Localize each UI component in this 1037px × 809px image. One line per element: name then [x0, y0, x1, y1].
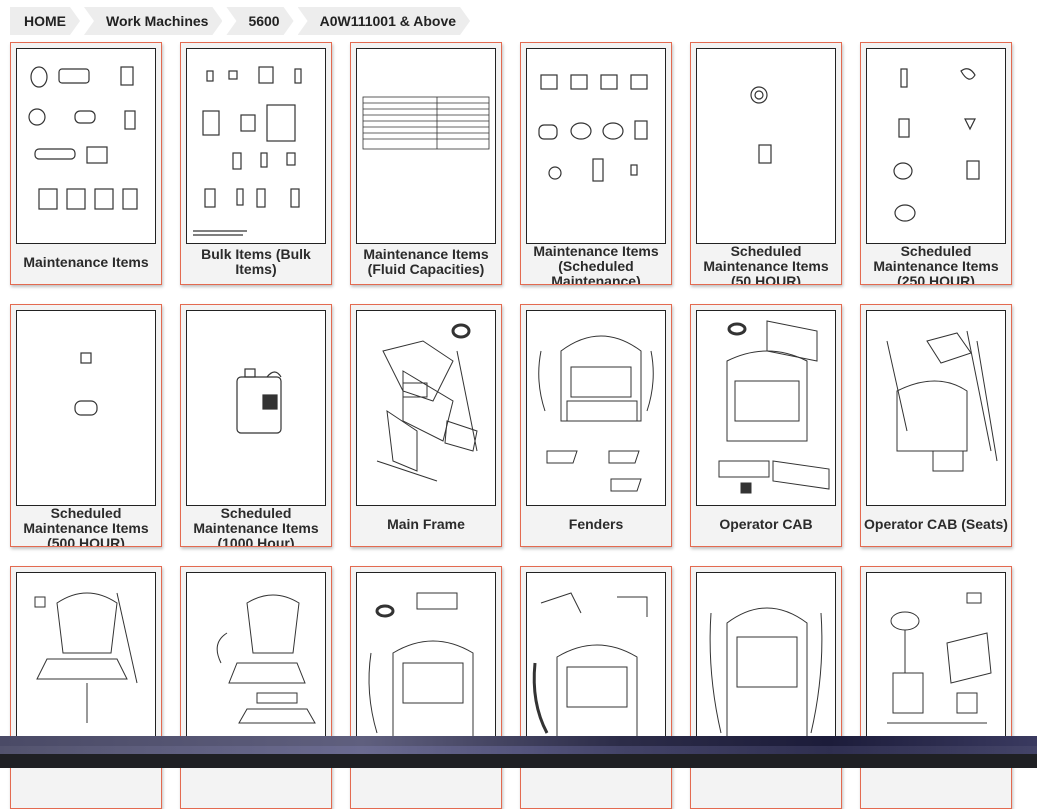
card-title: Scheduled Maintenance Items (1000 Hour)	[193, 505, 319, 547]
capacity-table-diagram-icon	[356, 48, 496, 244]
catalog-card[interactable]	[860, 566, 1012, 809]
seat-exploded-diagram-icon	[186, 572, 326, 768]
card-title	[523, 766, 669, 806]
frame-exploded-diagram-icon	[356, 310, 496, 506]
catalog-card[interactable]: Fenders	[520, 304, 672, 547]
taskbar	[0, 736, 1037, 768]
seat-exploded-diagram-icon	[866, 310, 1006, 506]
catalog-card[interactable]: Scheduled Maintenance Items (1000 Hour)	[180, 304, 332, 547]
breadcrumb-model[interactable]: 5600	[226, 7, 293, 35]
jug-diagram-icon	[186, 310, 326, 506]
card-title: Maintenance Items	[23, 253, 149, 270]
seat-exploded-diagram-icon	[16, 572, 156, 768]
card-title: Bulk Items (Bulk Items)	[201, 246, 311, 277]
card-title	[13, 766, 159, 806]
card-title	[693, 766, 839, 806]
filters-kit-diagram-icon	[16, 48, 156, 244]
card-title: Scheduled Maintenance Items (50 HOUR)	[703, 243, 829, 285]
card-title: Operator CAB	[719, 515, 813, 532]
card-title: Scheduled Maintenance Items (500 HOUR)	[23, 505, 149, 547]
cab-exploded-diagram-icon	[696, 572, 836, 768]
filter-diagram-icon	[16, 310, 156, 506]
fenders-exploded-diagram-icon	[526, 310, 666, 506]
card-title: Main Frame	[387, 515, 465, 532]
breadcrumb: HOME Work Machines 5600 A0W111001 & Abov…	[10, 7, 474, 35]
catalog-card[interactable]: Operator CAB	[690, 304, 842, 547]
card-title	[353, 766, 499, 806]
catalog-card[interactable]	[10, 566, 162, 809]
card-title	[863, 766, 1009, 806]
catalog-card[interactable]	[350, 566, 502, 809]
catalog-card[interactable]: Operator CAB (Seats)	[860, 304, 1012, 547]
catalog-card[interactable]	[180, 566, 332, 809]
card-title: Operator CAB (Seats)	[864, 515, 1008, 532]
catalog-card[interactable]: Maintenance Items	[10, 42, 162, 285]
cab-exploded-diagram-icon	[356, 572, 496, 768]
catalog-card[interactable]: Main Frame	[350, 304, 502, 547]
filters-kit-diagram-icon	[526, 48, 666, 244]
taskbar-highlight	[0, 746, 1037, 754]
cab-exploded-diagram-icon	[696, 310, 836, 506]
card-title: Maintenance Items (Scheduled Maintenance…	[533, 243, 659, 285]
catalog-card[interactable]: Scheduled Maintenance Items (250 HOUR)	[860, 42, 1012, 285]
catalog-card[interactable]	[690, 566, 842, 809]
catalog-card[interactable]: Bulk Items (Bulk Items)	[180, 42, 332, 285]
catalog-card[interactable]: Maintenance Items (Scheduled Maintenance…	[520, 42, 672, 285]
filters-kit-diagram-icon	[866, 48, 1006, 244]
breadcrumb-home[interactable]: HOME	[10, 7, 80, 35]
catalog-card[interactable]	[520, 566, 672, 809]
catalog-card[interactable]: Maintenance Items (Fluid Capacities)	[350, 42, 502, 285]
card-title: Maintenance Items (Fluid Capacities)	[363, 246, 489, 277]
card-title: Fenders	[568, 515, 624, 532]
filter-diagram-icon	[696, 48, 836, 244]
catalog-card[interactable]: Scheduled Maintenance Items (50 HOUR)	[690, 42, 842, 285]
steering-exploded-diagram-icon	[866, 572, 1006, 768]
breadcrumb-work-machines[interactable]: Work Machines	[84, 7, 222, 35]
card-title	[183, 766, 329, 806]
cab-exploded-diagram-icon	[526, 572, 666, 768]
catalog-card[interactable]: Scheduled Maintenance Items (500 HOUR)	[10, 304, 162, 547]
breadcrumb-serial-range[interactable]: A0W111001 & Above	[298, 7, 470, 35]
card-title: Scheduled Maintenance Items (250 HOUR)	[873, 243, 999, 285]
taskbar-base	[0, 754, 1037, 768]
fluid-bottles-diagram-icon	[186, 48, 326, 244]
